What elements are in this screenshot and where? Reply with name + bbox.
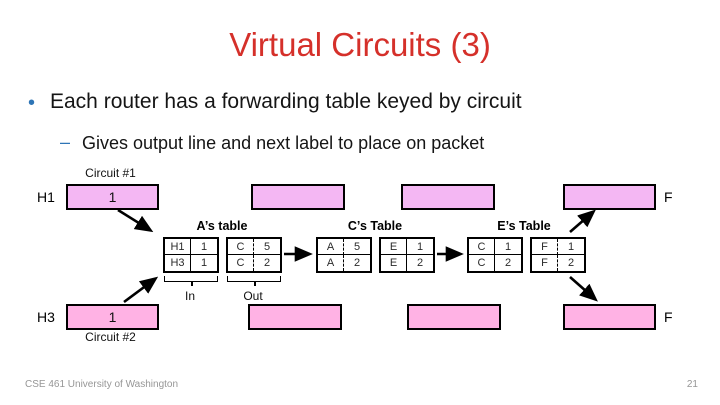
c-table-in: A 5 A 2	[316, 237, 372, 273]
arrow-h3-link-to-a-table	[123, 276, 159, 304]
link-box-top-2	[251, 184, 345, 210]
link-box-bottom-1: 1	[66, 304, 159, 330]
a-table-out: C 5 C 2	[226, 237, 282, 273]
table-cell: 2	[567, 257, 575, 269]
table-cell: F	[532, 239, 558, 255]
table-cell: E	[381, 239, 407, 255]
host-label-f-bottom: F	[664, 309, 673, 325]
table-cell: 1	[407, 239, 433, 255]
table-cell: A	[318, 255, 344, 271]
link-box-top-3	[401, 184, 495, 210]
table-cell: 2	[504, 257, 512, 269]
e-table-label: E’s Table	[497, 219, 551, 233]
table-cell: H1	[165, 239, 191, 255]
c-table-label: C’s Table	[347, 219, 403, 233]
link-box-top-4	[563, 184, 656, 210]
table-cell: 2	[416, 257, 424, 269]
page-number: 21	[686, 379, 698, 390]
link-box-top-1: 1	[66, 184, 159, 210]
dash-icon: –	[60, 132, 71, 152]
link-box-bottom-3	[407, 304, 501, 330]
a-table-in: H1 1 H3 1	[163, 237, 219, 273]
link-box-bottom-2	[248, 304, 342, 330]
underbrace-out	[227, 276, 281, 286]
table-cell: E	[381, 255, 407, 271]
circuit2-label: Circuit #2	[85, 330, 136, 344]
footer-course-label: CSE 461 University of Washington	[25, 379, 179, 390]
table-cell: C	[469, 239, 495, 255]
arrow-h1-link-to-a-table	[117, 208, 154, 233]
table-cell: 2	[263, 257, 271, 269]
table-cell: C	[469, 255, 495, 271]
host-label-f-top: F	[664, 189, 673, 205]
c-table-out: E 1 E 2	[379, 237, 435, 273]
e-table-in: C 1 C 2	[467, 237, 523, 273]
in-column-label: In	[184, 289, 195, 303]
host-label-h1: H1	[37, 189, 55, 205]
e-table-out: F 1 F 2	[530, 237, 586, 273]
bullet-text: Each router has a forwarding table keyed…	[50, 90, 522, 113]
table-cell: 1	[191, 239, 217, 255]
arrow-e-to-bottom-link	[569, 276, 598, 302]
table-cell: A	[318, 239, 344, 255]
link-box-bottom-4	[563, 304, 656, 330]
table-cell: 1	[495, 239, 521, 255]
sub-bullet-text: Gives output line and next label to plac…	[82, 133, 485, 153]
table-cell: 2	[353, 257, 361, 269]
circuit1-label: Circuit #1	[85, 166, 136, 180]
table-cell: C	[228, 239, 254, 255]
table-cell: C	[228, 255, 254, 271]
table-cell: H3	[165, 255, 191, 271]
bullet-icon: •	[28, 92, 36, 114]
table-cell: 1	[200, 257, 208, 269]
link-label-top: 1	[108, 189, 117, 205]
table-cell: 1	[558, 239, 584, 255]
a-table-label: A’s table	[196, 219, 248, 233]
link-label-bottom: 1	[108, 309, 117, 325]
page-title: Virtual Circuits (3)	[229, 26, 491, 63]
host-label-h3: H3	[37, 309, 55, 325]
table-cell: 5	[254, 239, 280, 255]
table-cell: 5	[344, 239, 370, 255]
table-cell: F	[532, 255, 558, 271]
out-column-label: Out	[243, 289, 263, 303]
underbrace-in	[164, 276, 218, 286]
